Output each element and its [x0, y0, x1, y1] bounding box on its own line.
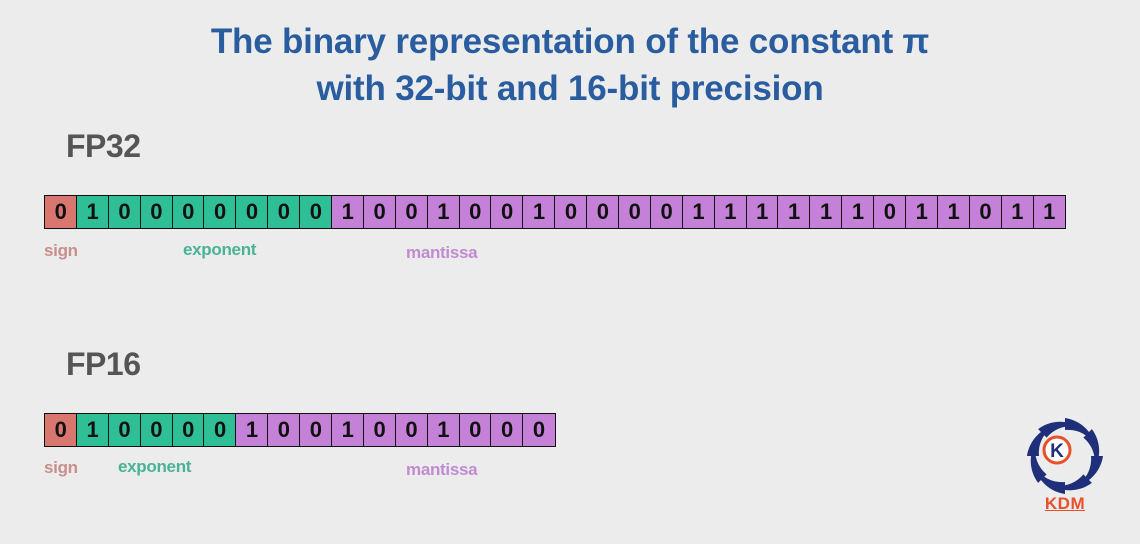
title-line-1: The binary representation of the constan… — [210, 22, 930, 61]
page-title: The binary representation of the constan… — [0, 18, 1140, 112]
fp32-mantissa-bit: 0 — [362, 195, 397, 229]
fp32-sign-label: sign — [44, 241, 78, 260]
title-line-2: with 32-bit and 16-bit precision — [316, 69, 824, 108]
fp32-mantissa-bit: 0 — [394, 195, 429, 229]
fp16-mantissa-bit: 0 — [299, 413, 333, 447]
fp32-exponent-bit: 0 — [235, 195, 269, 229]
fp32-mantissa-bit: 0 — [968, 195, 1003, 229]
fp16-mantissa-bit: 0 — [267, 413, 301, 447]
fp32-exponent-bit: 0 — [139, 195, 174, 229]
fp32-mantissa-bit: 1 — [1000, 195, 1035, 229]
fp32-exponent-bit: 0 — [203, 195, 237, 229]
fp32-mantissa-bit: 0 — [490, 195, 524, 229]
fp16-sign-bit: 0 — [44, 413, 78, 447]
fp32-mantissa-bit: 1 — [331, 195, 365, 229]
fp16-exponent-bit: 1 — [75, 413, 110, 447]
fp32-mantissa-label: mantissa — [406, 243, 478, 262]
fp32-mantissa-bit: 1 — [745, 195, 779, 229]
kdm-logo-icon: K — [1027, 418, 1103, 494]
fp16-mantissa-bit: 1 — [235, 413, 269, 447]
fp32-mantissa-bit: 0 — [554, 195, 588, 229]
fp32-exponent-label: exponent — [183, 240, 257, 259]
fp32-mantissa-bit: 1 — [426, 195, 461, 229]
fp32-mantissa-bit: 0 — [649, 195, 684, 229]
fp16-mantissa-bit: 0 — [522, 413, 556, 447]
fp32-mantissa-bit: 1 — [777, 195, 811, 229]
logo-text: KDM — [1044, 494, 1086, 513]
fp16-exponent-bit: 0 — [107, 413, 142, 447]
fp16-exponent-bit: 0 — [203, 413, 237, 447]
fp16-mantissa-bit: 0 — [362, 413, 397, 447]
fp32-mantissa-bit: 0 — [586, 195, 620, 229]
fp32-mantissa-bit: 0 — [873, 195, 907, 229]
fp32-mantissa-bit: 1 — [905, 195, 939, 229]
fp16-mantissa-bit: 0 — [394, 413, 429, 447]
fp16-mantissa-label: mantissa — [406, 460, 478, 479]
fp16-mantissa-bit: 1 — [331, 413, 365, 447]
fp16-mantissa-bit: 0 — [490, 413, 524, 447]
fp16-exponent-bit: 0 — [171, 413, 205, 447]
fp32-exponent-bit: 0 — [107, 195, 142, 229]
fp32-mantissa-bit: 1 — [522, 195, 556, 229]
fp32-label: FP32 — [66, 128, 141, 164]
fp32-mantissa-bit: 0 — [618, 195, 652, 229]
fp32-exponent-bit: 1 — [75, 195, 110, 229]
fp32-mantissa-bit: 1 — [1032, 195, 1066, 229]
fp16-exponent-bit: 0 — [139, 413, 174, 447]
fp32-mantissa-bit: 1 — [681, 195, 716, 229]
svg-text:K: K — [1050, 441, 1064, 462]
fp16-mantissa-bit: 0 — [458, 413, 492, 447]
fp32-exponent-bit: 0 — [171, 195, 205, 229]
fp32-mantissa-bit: 1 — [936, 195, 971, 229]
fp16-mantissa-bit: 1 — [426, 413, 461, 447]
fp32-mantissa-bit: 0 — [458, 195, 492, 229]
fp32-exponent-bit: 0 — [299, 195, 333, 229]
fp32-mantissa-bit: 1 — [841, 195, 875, 229]
fp16-sign-label: sign — [44, 458, 78, 477]
fp32-mantissa-bit: 1 — [713, 195, 748, 229]
fp32-mantissa-bit: 1 — [809, 195, 843, 229]
fp16-exponent-label: exponent — [118, 457, 192, 476]
fp32-exponent-bit: 0 — [267, 195, 301, 229]
fp32-sign-bit: 0 — [44, 195, 78, 229]
fp16-label: FP16 — [66, 346, 141, 382]
